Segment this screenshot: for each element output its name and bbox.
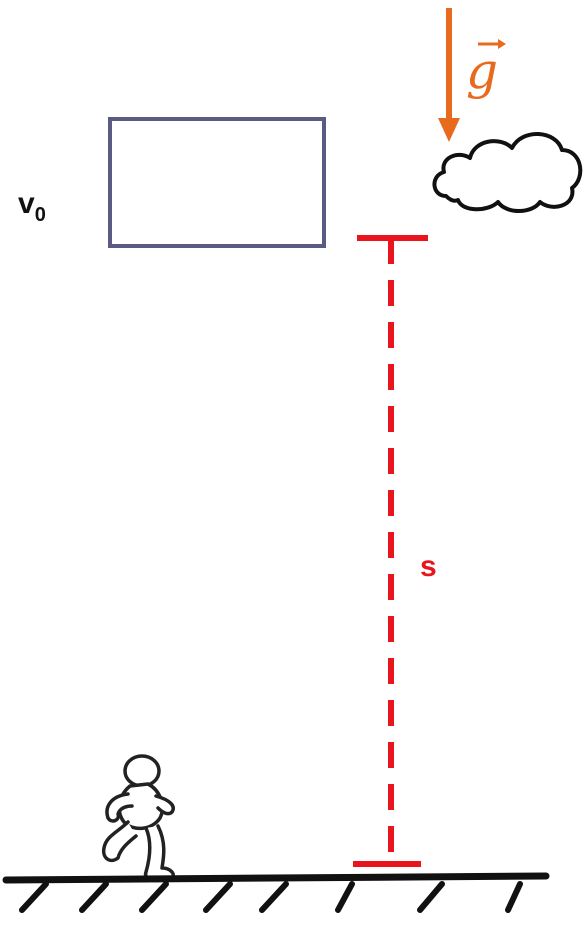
runner-leg-back: [101, 820, 138, 863]
running-person-icon: [101, 754, 175, 883]
ground-hatch: [259, 881, 289, 913]
v0-main: v: [18, 187, 35, 220]
ground-hatch: [203, 881, 233, 913]
ground-hatch: [505, 881, 523, 913]
hatched-ground-icon: [2, 872, 550, 913]
gravity-arrow-head: [438, 118, 460, 142]
runner-head: [123, 754, 161, 788]
distance-marker: s: [353, 235, 437, 867]
falling-box: [108, 117, 326, 248]
initial-velocity-label: v0: [18, 187, 46, 226]
gravity-vector-bar-tip: [498, 39, 506, 49]
runner-arm-back: [105, 792, 134, 823]
ground-hatch: [139, 881, 169, 913]
cloud-icon: [432, 132, 583, 213]
ground-hatch: [417, 881, 445, 913]
gravity-vector: g: [438, 8, 506, 142]
runner-arm-front: [154, 794, 175, 816]
ground-hatch: [19, 881, 49, 913]
runner-leg-front: [143, 824, 175, 883]
ground-hatch: [79, 881, 109, 913]
ground-line: [2, 872, 550, 884]
distance-label: s: [420, 550, 437, 583]
gravity-label: g: [466, 42, 498, 100]
ground-hatch: [335, 881, 355, 913]
v0-subscript: 0: [35, 204, 46, 226]
